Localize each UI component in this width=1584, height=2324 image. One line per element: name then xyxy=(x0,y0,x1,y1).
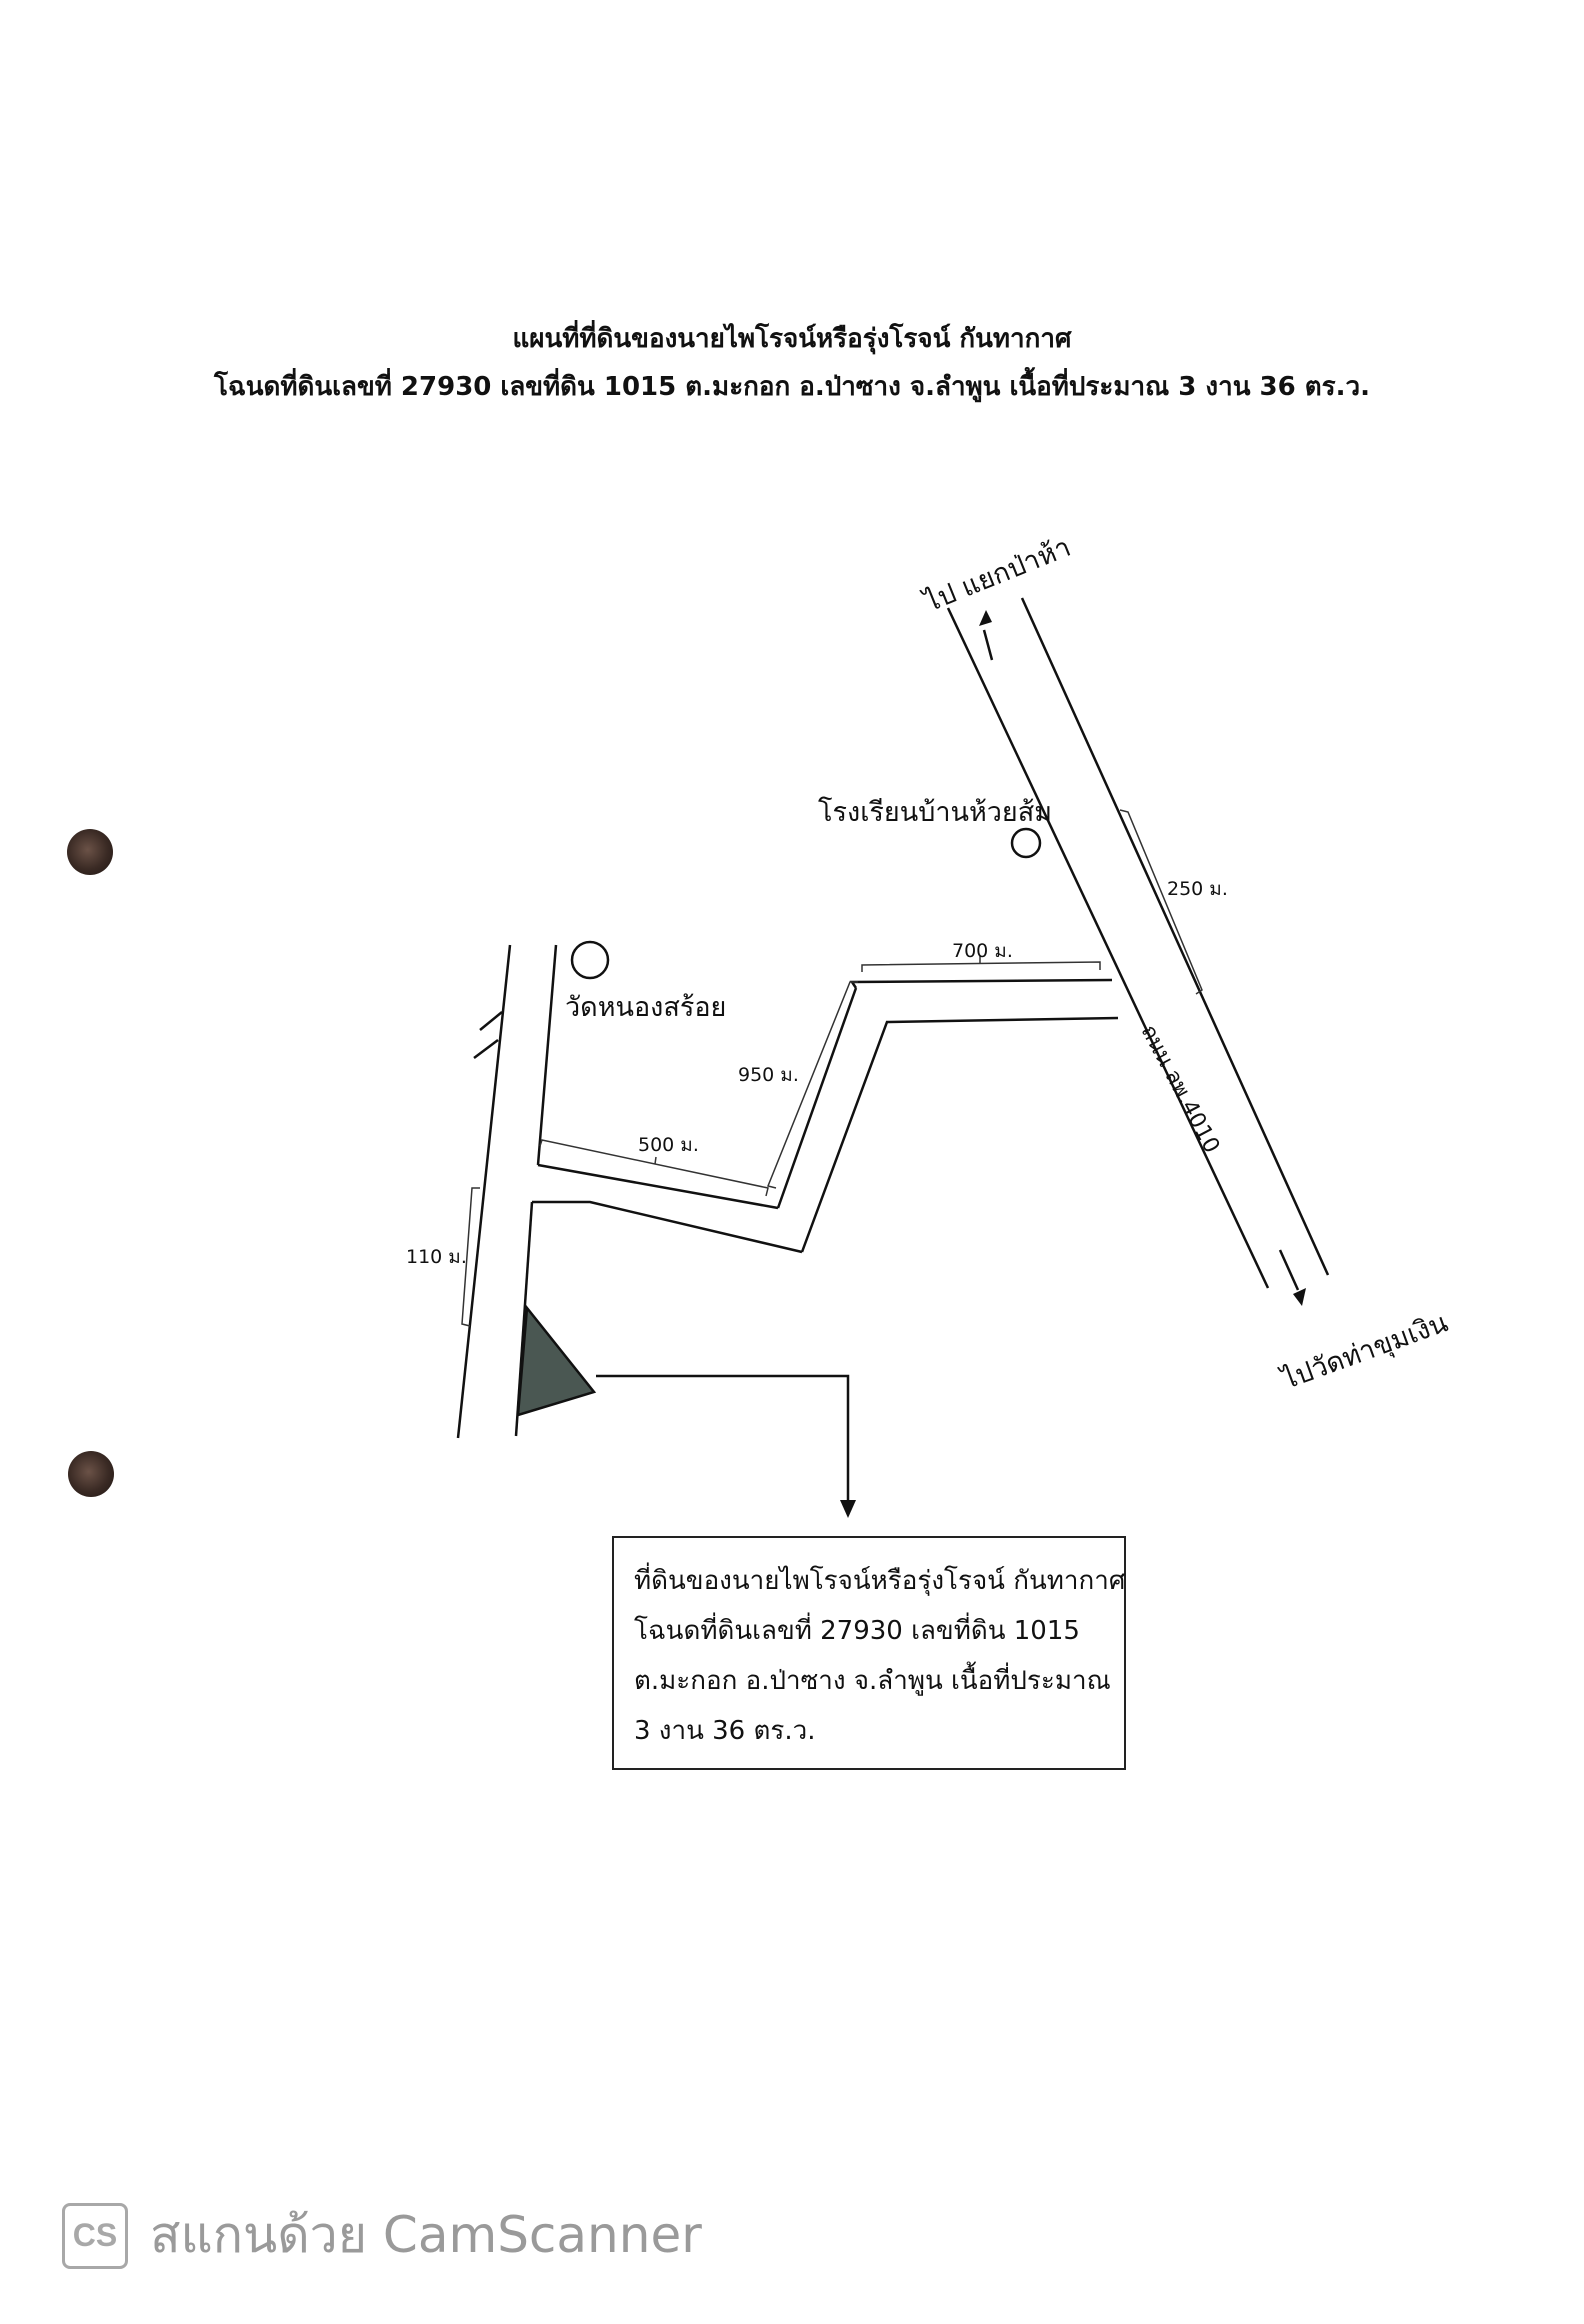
legend-line-2: โฉนดที่ดินเลขที่ 27930 เลขที่ดิน 1015 xyxy=(634,1616,1080,1646)
parcel-legend-box: ที่ดินของนายไพโรจน์หรือรุ่งโรจน์ กันทากา… xyxy=(612,1536,1126,1770)
legend-line-3: ต.มะกอก อ.ป่าซาง จ.ลำพูน เนื้อที่ประมาณ xyxy=(634,1666,1111,1696)
distance-500-label: 500 ม. xyxy=(638,1134,699,1156)
distance-950-label: 950 ม. xyxy=(738,1064,799,1086)
camscanner-logo-icon: CS xyxy=(62,2202,128,2269)
south-arrow-head xyxy=(1293,1288,1306,1306)
watermark-text: สแกนด้วย CamScanner xyxy=(150,2206,702,2264)
legend-line-4: 3 งาน 36 ตร.ว. xyxy=(634,1716,816,1746)
distance-110-label: 110 ม. xyxy=(406,1246,467,1268)
dimension-700-line xyxy=(861,961,1101,972)
side-branch-line-1 xyxy=(479,1011,503,1031)
connector-road-bottom-edge xyxy=(800,1016,1119,1253)
land-parcel-marker xyxy=(516,1304,597,1417)
south-arrow-shaft xyxy=(1278,1249,1300,1291)
camscanner-watermark: CS สแกนด้วย CamScanner xyxy=(62,2196,702,2275)
north-arrow-head xyxy=(979,610,992,626)
school-circle xyxy=(1010,827,1042,859)
distance-700-label: 700 ม. xyxy=(952,940,1013,962)
distance-250-label: 250 ม. xyxy=(1167,878,1228,900)
vertical-road-left-edge xyxy=(456,944,512,1439)
binder-hole-bottom xyxy=(68,1451,114,1497)
map-subtitle: โฉนดที่ดินเลขที่ 27930 เลขที่ดิน 1015 ต.… xyxy=(214,372,1370,402)
north-arrow-shaft xyxy=(982,629,994,661)
dimension-950-line xyxy=(766,981,858,1189)
legend-line-1: ที่ดินของนายไพโรจน์หรือรุ่งโรจน์ กันทากา… xyxy=(634,1566,1126,1596)
vertical-road-right-top-edge xyxy=(536,944,558,1166)
binder-hole-top xyxy=(67,829,113,875)
side-road-bottom-edge xyxy=(532,1200,803,1254)
temple-circle xyxy=(570,940,610,980)
side-road-top-edge xyxy=(537,1163,779,1210)
temple-label: วัดหนองสร้อย xyxy=(565,992,727,1023)
dimension-110-line xyxy=(461,1187,480,1327)
dimension-250-line xyxy=(1119,809,1203,995)
connector-road-top-edge xyxy=(849,978,1113,989)
main-road-right-edge xyxy=(1020,597,1330,1276)
connector-road-inner-edge xyxy=(776,987,858,1209)
pointer-line xyxy=(596,1374,850,1500)
school-label: โรงเรียนบ้านห้วยส้ม xyxy=(818,797,1053,828)
side-branch-line-2 xyxy=(473,1039,499,1059)
main-road-left-edge xyxy=(946,607,1270,1289)
map-title: แผนที่ที่ดินของนายไพโรจน์หรือรุ่งโรจน์ ก… xyxy=(512,324,1072,354)
pointer-arrow-head xyxy=(840,1500,856,1518)
